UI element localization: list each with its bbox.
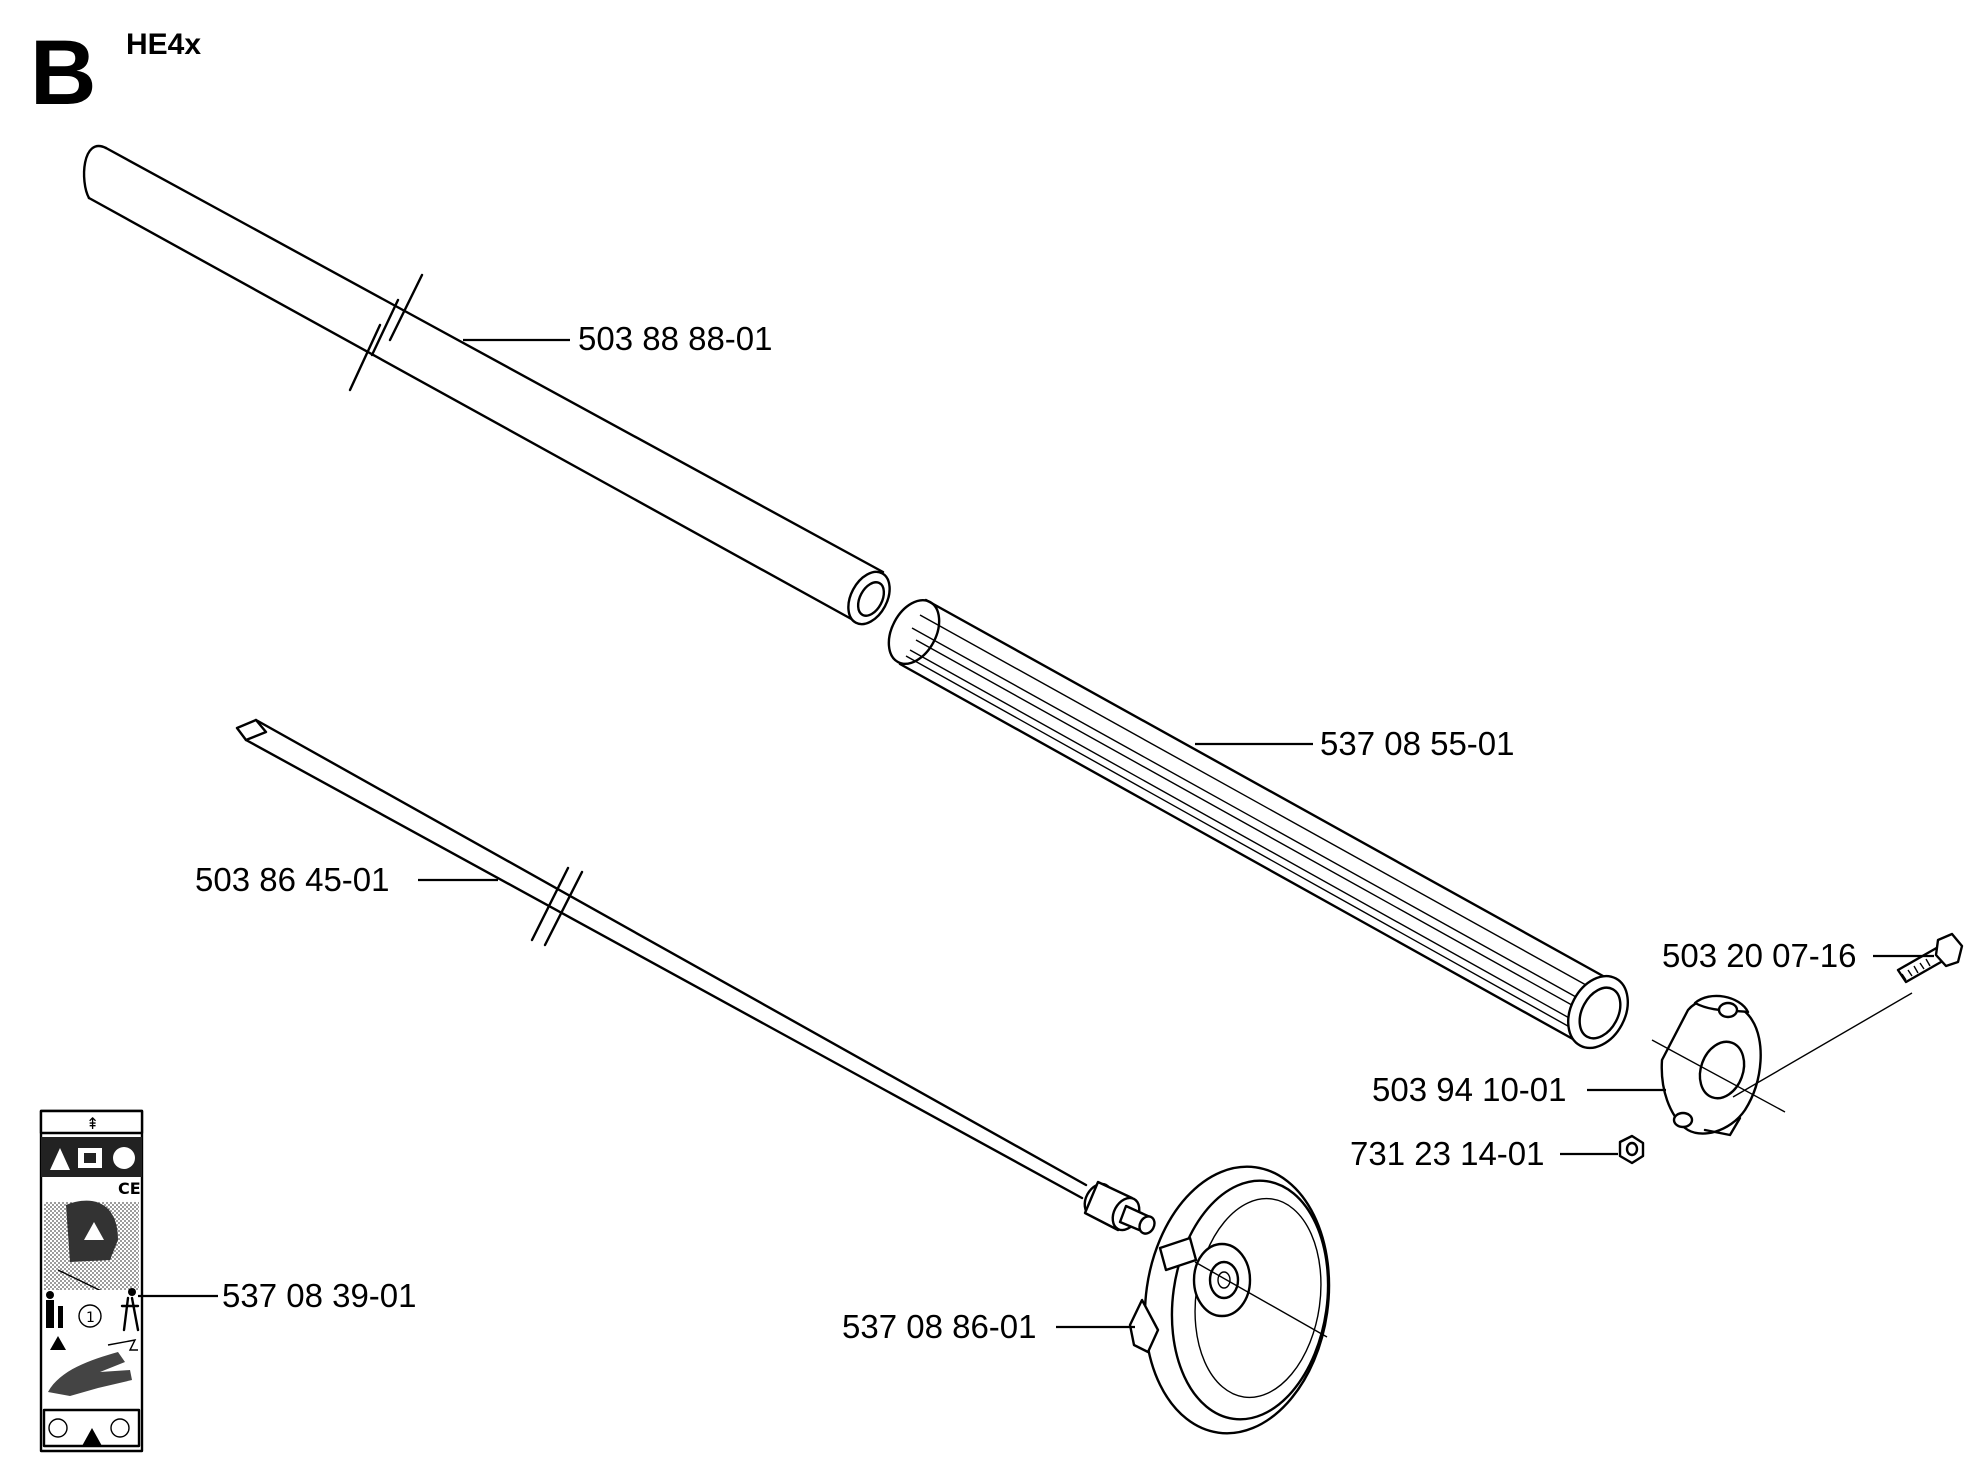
cover-part-number: 537 08 86-01 bbox=[842, 1308, 1037, 1345]
tube-icon bbox=[82, 144, 891, 626]
svg-text:⇞: ⇞ bbox=[86, 1114, 99, 1133]
cover-cup-icon bbox=[1128, 1165, 1331, 1435]
tube-part-number: 503 88 88-01 bbox=[578, 320, 773, 357]
grip-part-number: 537 08 55-01 bbox=[1320, 725, 1515, 762]
section-letter: B bbox=[30, 22, 96, 124]
shaft-part-number: 503 86 45-01 bbox=[195, 861, 390, 898]
warning-decal-icon: ⇞ CE 1 bbox=[39, 1109, 144, 1453]
screw-part-number: 503 20 07-16 bbox=[1662, 937, 1857, 974]
model-name: HE4x bbox=[126, 28, 201, 61]
svg-text:1: 1 bbox=[86, 1310, 95, 1326]
svg-text:CE: CE bbox=[118, 1179, 141, 1198]
drive-shaft-icon bbox=[235, 718, 1156, 1235]
grip-sleeve-icon bbox=[887, 598, 1629, 1050]
clamp-part-number: 503 94 10-01 bbox=[1372, 1071, 1567, 1108]
nut-icon bbox=[1618, 1134, 1645, 1165]
decal-part-number: 537 08 39-01 bbox=[222, 1277, 417, 1314]
nut-part-number: 731 23 14-01 bbox=[1350, 1135, 1545, 1172]
clamp-icon bbox=[1651, 994, 1786, 1137]
screw-icon bbox=[1732, 932, 1964, 1098]
